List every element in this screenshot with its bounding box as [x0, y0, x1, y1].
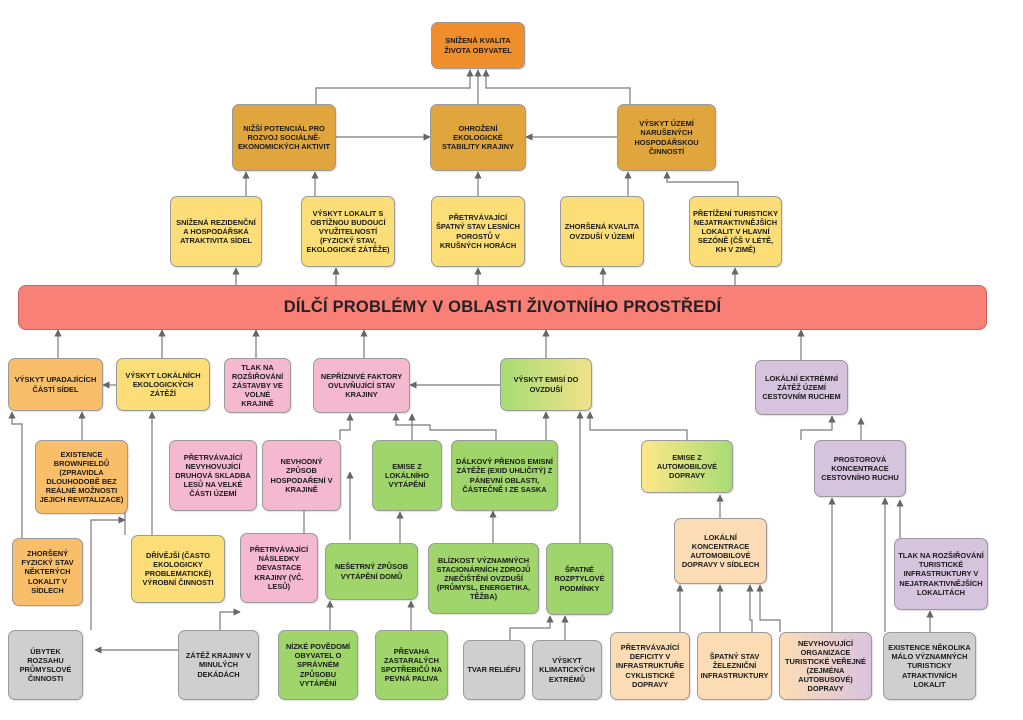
node-tvar: TVAR RELIÉFU [463, 640, 525, 700]
node-top: SNÍŽENÁ KVALITA ŽIVOTA OBYVATEL [431, 22, 525, 69]
node-existence-lokalit: EXISTENCE NĚKOLIKA MÁLO VÝZNAMNÝCH TURIS… [883, 632, 976, 700]
node-tlak-zastavby: TLAK NA ROZŠIŘOVÁNÍ ZÁSTAVBY VE VOLNÉ KR… [224, 358, 291, 413]
node-koncentrace-ruchu: PROSTOROVÁ KONCENTRACE CESTOVNÍHO RUCHU [814, 440, 906, 497]
node-nevhodny: NEVHODNÝ ZPŮSOB HOSPODAŘENÍ V KRAJINĚ [262, 440, 341, 511]
node-klimaticke: VÝSKYT KLIMATICKÝCH EXTRÉMŮ [532, 640, 602, 700]
node-blizkost: BLÍZKOST VÝZNAMNÝCH STACIONÁRNÍCH ZDROJŮ… [428, 543, 539, 614]
node-drivejsi: DŘÍVĚJŠÍ (ČASTO EKOLOGICKY PROBLEMATICKÉ… [131, 535, 225, 603]
node-pretizeni: PŘETÍŽENÍ TURISTICKY NEJATRAKTIVNĚJŠÍCH … [689, 196, 782, 267]
node-devastace: PŘETRVÁVAJÍCÍ NÁSLEDKY DEVASTACE KRAJINY… [240, 533, 318, 603]
node-lokalni-extremni: LOKÁLNÍ EXTRÉMNÍ ZÁTĚŽ ÚZEMÍ CESTOVNÍM R… [755, 360, 848, 415]
node-rozptylove: ŠPATNÉ ROZPTYLOVÉ PODMÍNKY [546, 543, 613, 615]
node-ovzdusi-kval: ZHORŠENÁ KVALITA OVZDUŠÍ V ÚZEMÍ [560, 196, 644, 267]
node-emise-vytapeni: EMISE Z LOKÁLNÍHO VYTÁPĚNÍ [372, 440, 442, 511]
node-nesetrny: NEŠETRNÝ ZPŮSOB VYTÁPĚNÍ DOMŮ [325, 543, 418, 600]
node-dalkovy: DÁLKOVÝ PŘENOS EMISNÍ ZÁTĚŽE (EXID UHLIČ… [451, 440, 558, 511]
node-povedomi: NÍZKÉ POVĚDOMÍ OBYVATEL O SPRÁVNÉM ZPŮSO… [278, 630, 358, 700]
node-ohrozeni: OHROŽENÍ EKOLOGICKÉ STABILITY KRAJINY [430, 104, 526, 171]
node-potencial: NIŽŠÍ POTENCIÁL PRO ROZVOJ SOCIÁLNĚ-EKON… [232, 104, 336, 171]
node-zhorseny: ZHORŠENÝ FYZICKÝ STAV NĚKTERÝCH LOKALIT … [12, 538, 83, 606]
node-emise-ovzdusi: VÝSKYT EMISÍ DO OVZDUŠÍ [500, 358, 592, 411]
node-ubytek: ÚBYTEK ROZSAHU PRŮMYSLOVÉ ČINNOSTI [8, 630, 83, 700]
node-tlak-turisticke: TLAK NA ROZŠIŘOVÁNÍ TURISTICKÉ INFRASTRU… [894, 538, 988, 610]
node-nevyhovujici-org: NEVYHOVUJÍCÍ ORGANIZACE TURISTICKÉ VEŘEJ… [779, 632, 872, 700]
node-snizena-rez: SNÍŽENÁ REZIDENČNÍ A HOSPODÁŘSKÁ ATRAKTI… [170, 196, 262, 267]
node-lesni: PŘETRVÁVAJÍCÍ ŠPATNÝ STAV LESNÍCH POROST… [431, 196, 525, 267]
node-druhova: PŘETRVÁVAJÍCÍ NEVYHOVUJÍCÍ DRUHOVÁ SKLAD… [169, 440, 257, 511]
node-cyklisticke: PŘETRVÁVAJÍCÍ DEFICITY V INFRASTRUKTUŘE … [610, 632, 690, 700]
node-lokality: VÝSKYT LOKALIT S OBTÍŽNOU BUDOUCÍ VYUŽIT… [301, 196, 395, 267]
node-brownfieldy: EXISTENCE BROWNFIELDŮ (ZPRAVIDLA DLOUHOD… [35, 440, 128, 514]
node-koncentrace-dopravy: LOKÁLNÍ KONCENTRACE AUTOMOBILOVÉ DOPRAVY… [674, 518, 767, 584]
main-banner: DÍLČÍ PROBLÉMY V OBLASTI ŽIVOTNÍHO PROST… [18, 285, 987, 330]
node-zateze: VÝSKYT LOKÁLNÍCH EKOLOGICKÝCH ZÁTĚŽÍ [116, 358, 210, 411]
node-vyskyt-uzemi: VÝSKYT ÚZEMÍ NARUŠENÝCH HOSPODÁŘSKOU ČIN… [617, 104, 716, 171]
node-upadajici: VÝSKYT UPADAJÍCÍCH ČÁSTÍ SÍDEL [8, 358, 103, 411]
node-emise-dopravy: EMISE Z AUTOMOBILOVÉ DOPRAVY [641, 440, 733, 493]
node-zeleznicni: ŠPATNÝ STAV ŽELEZNIČNÍ INFRASTRUKTURY [697, 632, 772, 700]
node-zatez-minulych: ZÁTĚŽ KRAJINY V MINULÝCH DEKÁDÁCH [178, 630, 259, 700]
node-nepriznive: NEPŘÍZNIVÉ FAKTORY OVLIVŇUJÍCÍ STAV KRAJ… [313, 358, 410, 413]
node-prevaha: PŘEVAHA ZASTARALÝCH SPOTŘEBIČŮ NA PEVNÁ … [375, 630, 448, 700]
